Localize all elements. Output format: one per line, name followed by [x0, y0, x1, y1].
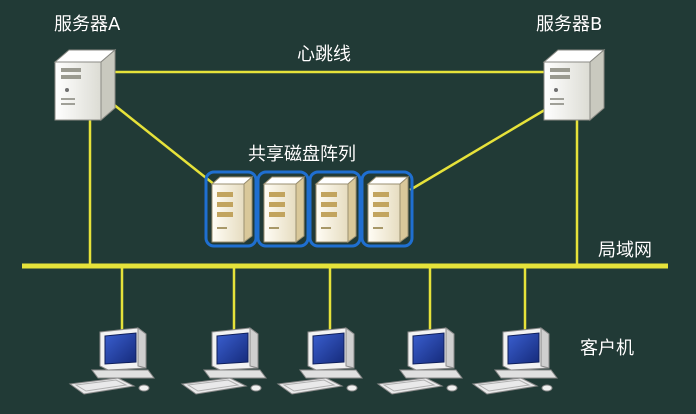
server-a-label: 服务器A	[54, 14, 121, 35]
server-tower-icon	[53, 48, 117, 122]
disk-cabinet-icon	[256, 170, 310, 248]
client-computer[interactable]	[276, 327, 363, 395]
server-b[interactable]	[542, 48, 606, 122]
desktop-computer-icon	[376, 327, 463, 395]
clients-label: 客户机	[580, 338, 634, 359]
disk-cabinet-icon	[204, 170, 258, 248]
disk-unit	[256, 170, 310, 248]
shared-disk-array	[204, 170, 414, 248]
disk-cabinet-icon	[360, 170, 414, 248]
disk-cabinet-icon	[308, 170, 362, 248]
server-b-label: 服务器B	[536, 14, 603, 35]
disk-unit	[308, 170, 362, 248]
lan-label: 局域网	[598, 240, 652, 261]
server-a-to-disk-line	[107, 99, 216, 186]
client-computers	[68, 327, 558, 395]
desktop-computer-icon	[68, 327, 155, 395]
client-computer[interactable]	[180, 327, 267, 395]
disk-array-label: 共享磁盘阵列	[248, 144, 356, 165]
server-b-to-disk-line	[409, 106, 549, 192]
client-computer[interactable]	[471, 327, 558, 395]
disk-unit	[360, 170, 414, 248]
server-tower-icon	[542, 48, 606, 122]
desktop-computer-icon	[471, 327, 558, 395]
desktop-computer-icon	[276, 327, 363, 395]
connection-lines	[88, 70, 579, 266]
client-drop-lines	[120, 266, 527, 330]
disk-unit	[204, 170, 258, 248]
desktop-computer-icon	[180, 327, 267, 395]
client-computer[interactable]	[68, 327, 155, 395]
client-computer[interactable]	[376, 327, 463, 395]
server-a[interactable]	[53, 48, 117, 122]
heartbeat-label: 心跳线	[297, 44, 351, 65]
